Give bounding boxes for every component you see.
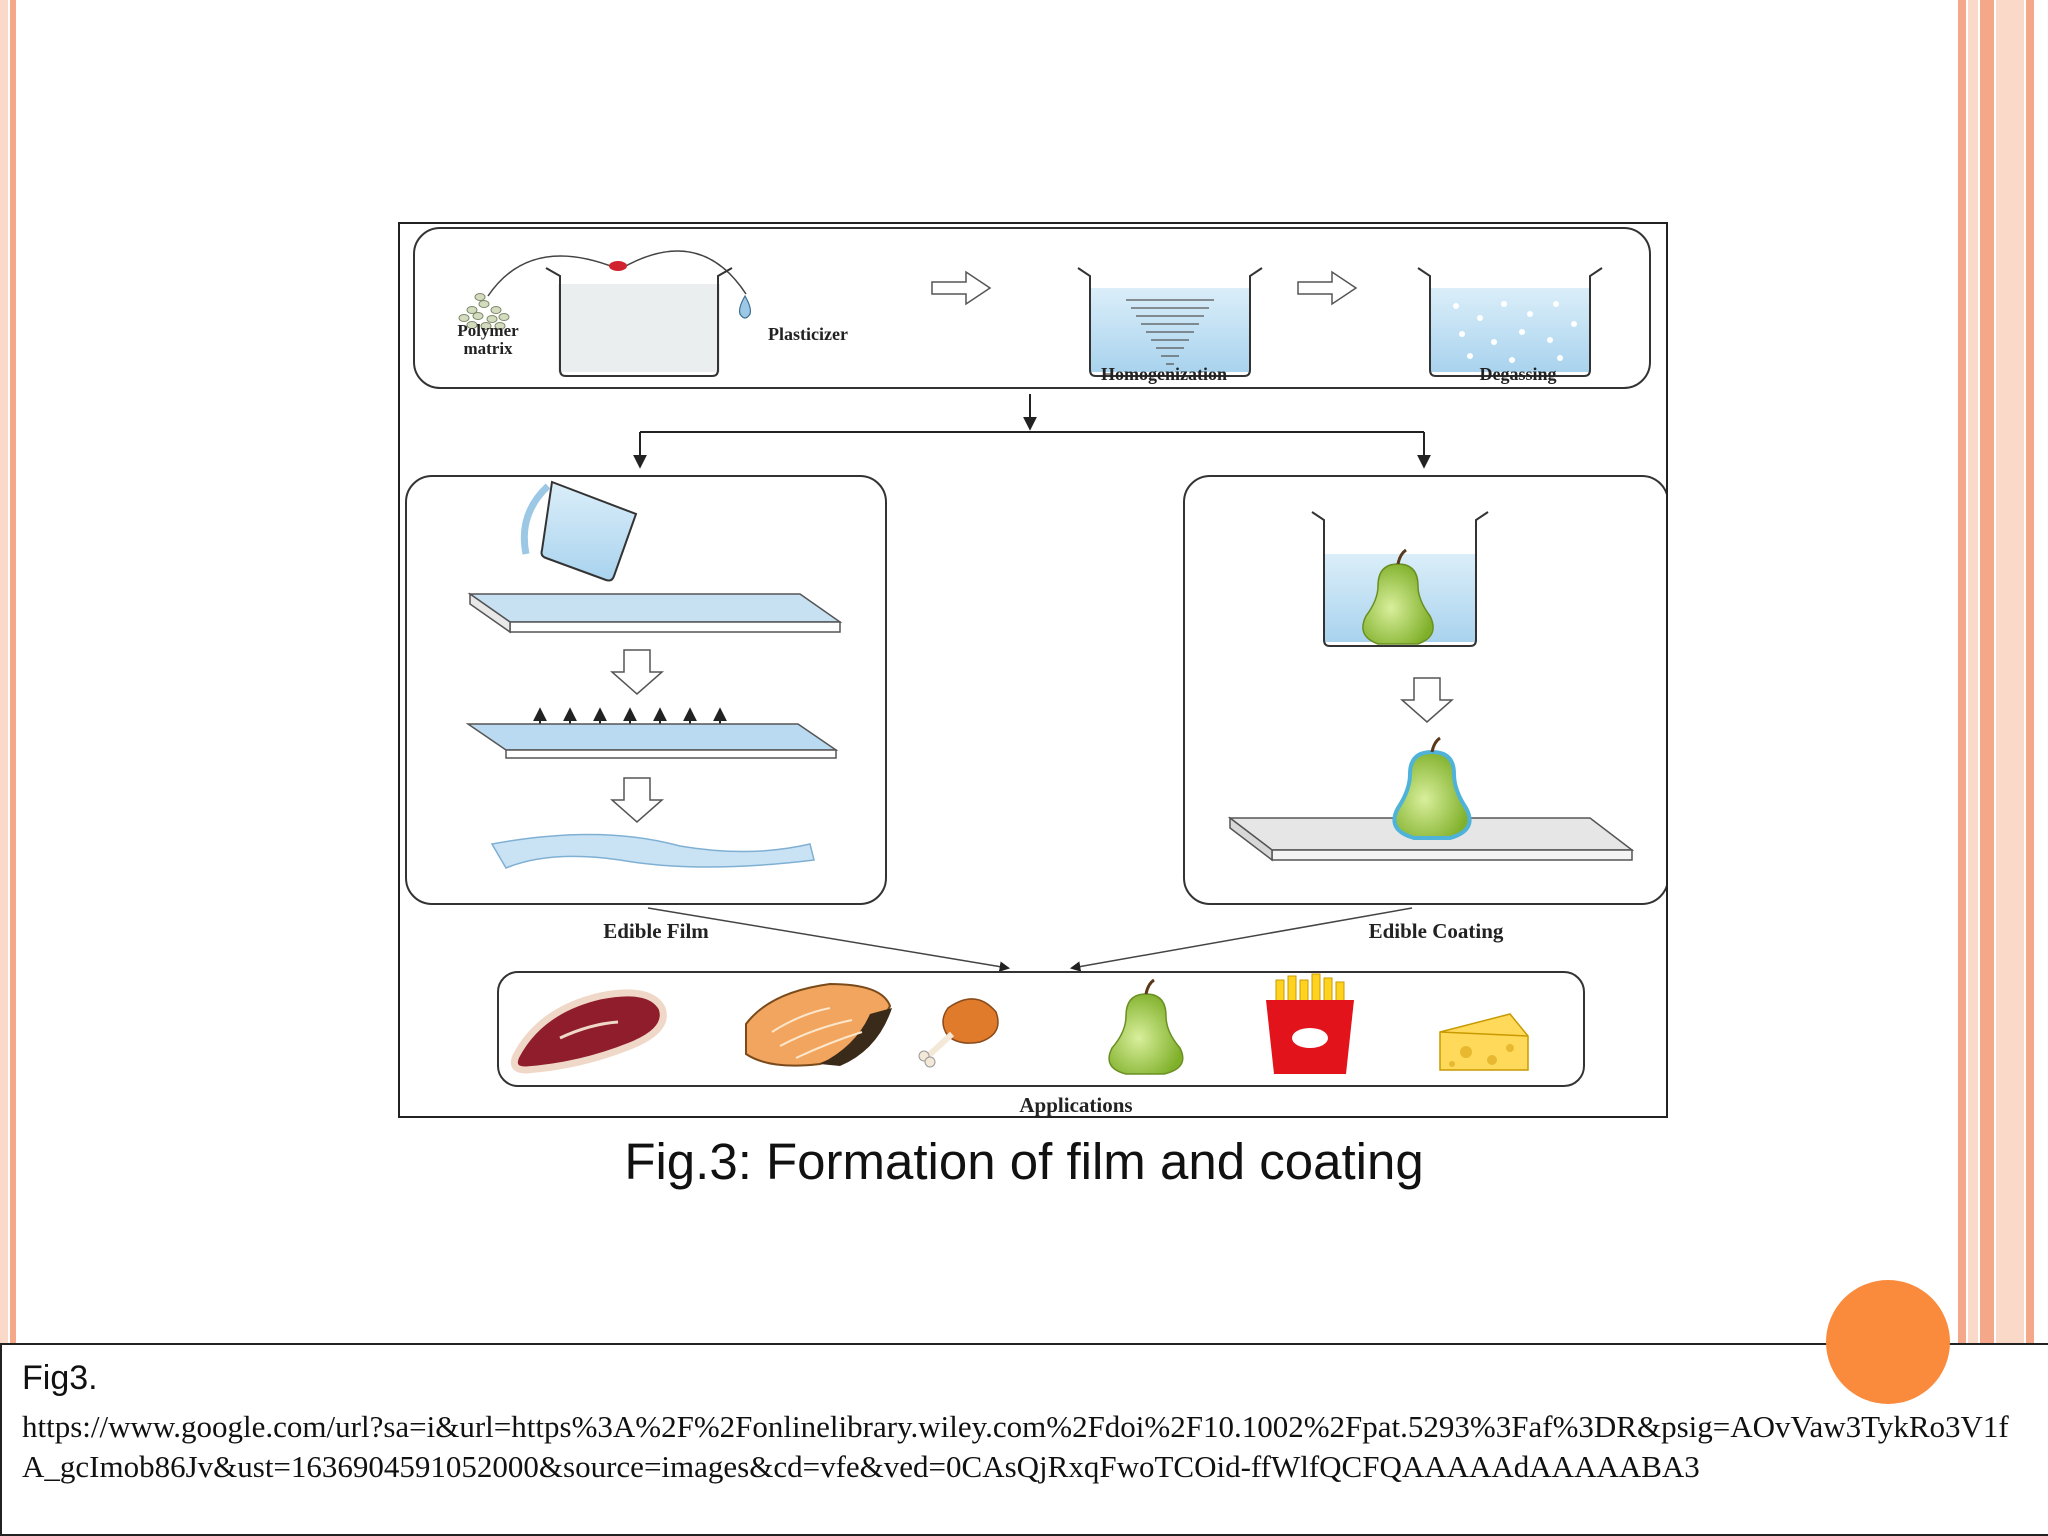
- down-arrow-1: [610, 649, 664, 695]
- meat-steak-icon: [510, 989, 667, 1074]
- dipping-beaker-icon: [1311, 511, 1489, 647]
- source-url-link[interactable]: https://www.google.com/url?sa=i&url=http…: [22, 1409, 2009, 1484]
- left-stripe-outer: [0, 0, 8, 1536]
- split-connector: [633, 394, 1431, 469]
- down-arrow-3: [1400, 677, 1454, 723]
- homogenization-beaker-icon: [1077, 267, 1263, 377]
- right-stripe-2: [1968, 0, 1978, 1536]
- right-stripe-3: [1980, 0, 1994, 1536]
- applications-box: [497, 971, 1585, 1087]
- process-arrow-2: [1297, 270, 1358, 306]
- edible-film-sheet-icon: [490, 833, 815, 869]
- drying-plate: [465, 723, 839, 759]
- plasticizer-label: Plasticizer: [768, 324, 848, 344]
- edible-coating-box: [1183, 475, 1666, 905]
- dipped-pear-icon: [1362, 548, 1434, 645]
- pouring-beaker-icon: [520, 480, 638, 582]
- reference-footer: Fig3. https://www.google.com/url?sa=i&ur…: [0, 1343, 2048, 1536]
- coated-pear-icon: [1392, 736, 1472, 840]
- accent-circle: [1826, 1280, 1950, 1404]
- figure-caption: Fig.3: Formation of film and coating: [624, 1133, 1424, 1190]
- right-stripe-4: [1996, 0, 2024, 1536]
- mixing-beaker-icon: [545, 267, 733, 377]
- chicken-leg-icon: [918, 998, 999, 1068]
- fish-fillet-icon: [745, 982, 892, 1067]
- degassing-label: Degassing: [1479, 364, 1556, 384]
- casting-plate: [467, 592, 843, 634]
- pear-icon: [1108, 978, 1184, 1075]
- plasticizer-drop-icon: [738, 294, 752, 319]
- polymer-matrix-label: Polymer: [457, 321, 519, 340]
- red-drop-icon: [609, 261, 627, 271]
- down-arrow-2: [610, 777, 664, 823]
- left-stripe-inner: [10, 0, 16, 1536]
- converging-arrows: [647, 907, 1413, 972]
- edible-coating-label: Edible Coating: [1369, 919, 1504, 943]
- edible-film-label: Edible Film: [603, 919, 709, 943]
- right-stripe-1: [1958, 0, 1966, 1536]
- process-arrow-1: [931, 270, 992, 306]
- applications-label: Applications: [1019, 1093, 1132, 1116]
- edible-film-box: [405, 475, 887, 905]
- polymer-matrix-label-2: matrix: [463, 339, 513, 358]
- footer-title: Fig3.: [22, 1359, 98, 1397]
- french-fries-icon: [1266, 973, 1354, 1074]
- polymer-granules-icon: [458, 293, 510, 330]
- degassing-beaker-icon: [1417, 267, 1603, 377]
- preparation-box: [413, 227, 1651, 389]
- right-stripe-5: [2026, 0, 2034, 1536]
- cheese-icon: [1439, 1013, 1529, 1071]
- process-diagram: Polymer matrix Plasticizer Homogenizatio…: [398, 222, 1668, 1118]
- homogenization-label: Homogenization: [1101, 364, 1227, 384]
